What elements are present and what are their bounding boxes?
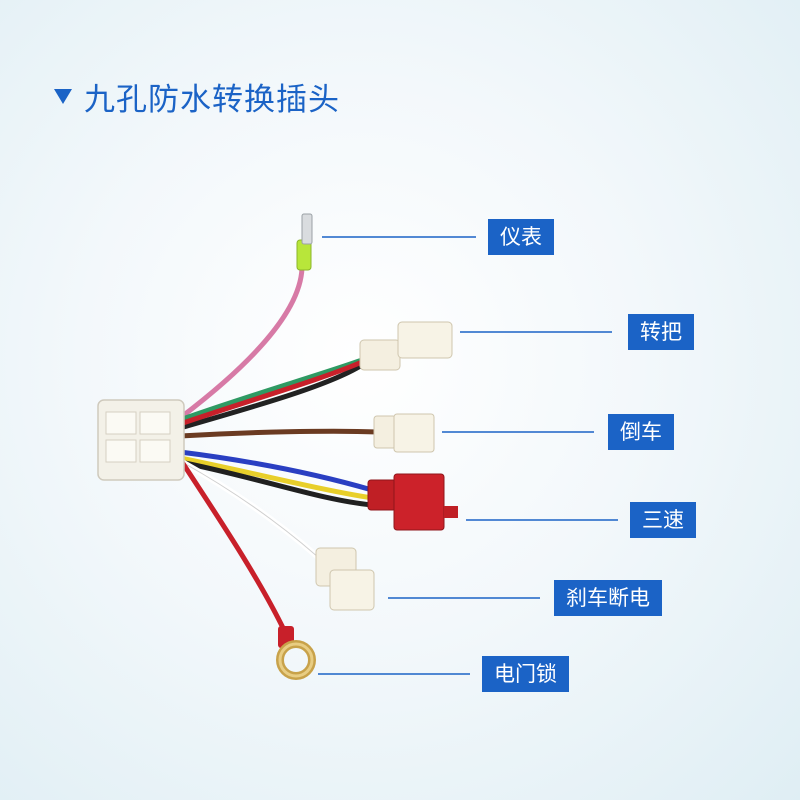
blue-wire xyxy=(177,449,375,493)
label-reverse: 倒车 xyxy=(608,414,674,450)
nine-hole-connector xyxy=(97,399,185,481)
brown-wire xyxy=(177,428,381,439)
red-wire-b xyxy=(179,459,288,635)
ring-terminal xyxy=(276,626,316,680)
label-throttle: 转把 xyxy=(628,314,694,350)
triangle-down-icon xyxy=(54,89,72,104)
three-speed-connector xyxy=(367,473,458,531)
reverse-connector xyxy=(373,413,435,453)
title-text: 九孔防水转换插头 xyxy=(84,82,340,118)
brake-cutoff-connector xyxy=(315,547,375,611)
black-wire-a xyxy=(177,362,365,431)
label-ignition-lock: 电门锁 xyxy=(482,656,569,692)
page-title: 九孔防水转换插头 xyxy=(54,74,340,119)
yellow-wire xyxy=(177,455,375,501)
label-three-speed: 三速 xyxy=(630,502,696,538)
red-wire-a xyxy=(177,359,365,427)
green-wire xyxy=(177,357,365,423)
throttle-connector xyxy=(359,321,453,371)
pink-wire xyxy=(177,265,305,421)
label-brake-cutoff: 刹车断电 xyxy=(554,580,662,616)
black-wire-b xyxy=(177,459,375,508)
label-instrument: 仪表 xyxy=(488,219,554,255)
instrument-terminal xyxy=(296,213,313,271)
